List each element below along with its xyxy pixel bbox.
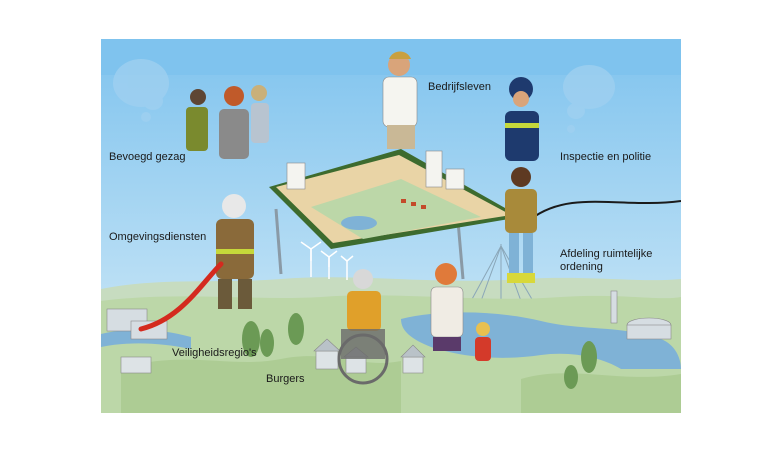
river <box>401 312 681 369</box>
person-brandweer <box>216 194 254 309</box>
label-omgevingsdiensten: Omgevingsdiensten <box>109 231 207 243</box>
environment-act-illustration <box>101 39 681 413</box>
person-ruimtelijke-ordening <box>505 167 537 283</box>
label-veiligheidsregios: Veiligheidsregio's <box>172 347 257 359</box>
person-bedrijfsleven <box>382 51 418 149</box>
planning-table <box>269 149 521 280</box>
label-ruimtelijke-line2: ordening <box>560 261 603 273</box>
wind-turbines <box>300 241 354 280</box>
label-inspectie-politie: Inspectie en politie <box>560 151 652 163</box>
field-swirl <box>121 356 401 413</box>
tanks-left <box>106 308 168 340</box>
label-burgers: Burgers <box>266 373 305 385</box>
river-left <box>101 329 191 349</box>
fire-hose <box>138 261 224 332</box>
person-politie <box>505 77 539 161</box>
person-burgers <box>337 263 491 385</box>
thought-bubble-left <box>113 59 169 122</box>
industry <box>610 290 672 340</box>
power-cable <box>530 200 681 220</box>
label-ruimtelijke-line1: Afdeling ruimtelijke <box>560 248 653 260</box>
trees <box>242 313 597 389</box>
label-bedrijfsleven: Bedrijfsleven <box>428 81 491 93</box>
field-swirl-right <box>521 373 681 413</box>
label-bevoegd-gezag: Bevoegd gezag <box>109 151 186 163</box>
thought-bubble-right <box>563 65 615 133</box>
person-bevoegd-gezag <box>186 85 269 159</box>
